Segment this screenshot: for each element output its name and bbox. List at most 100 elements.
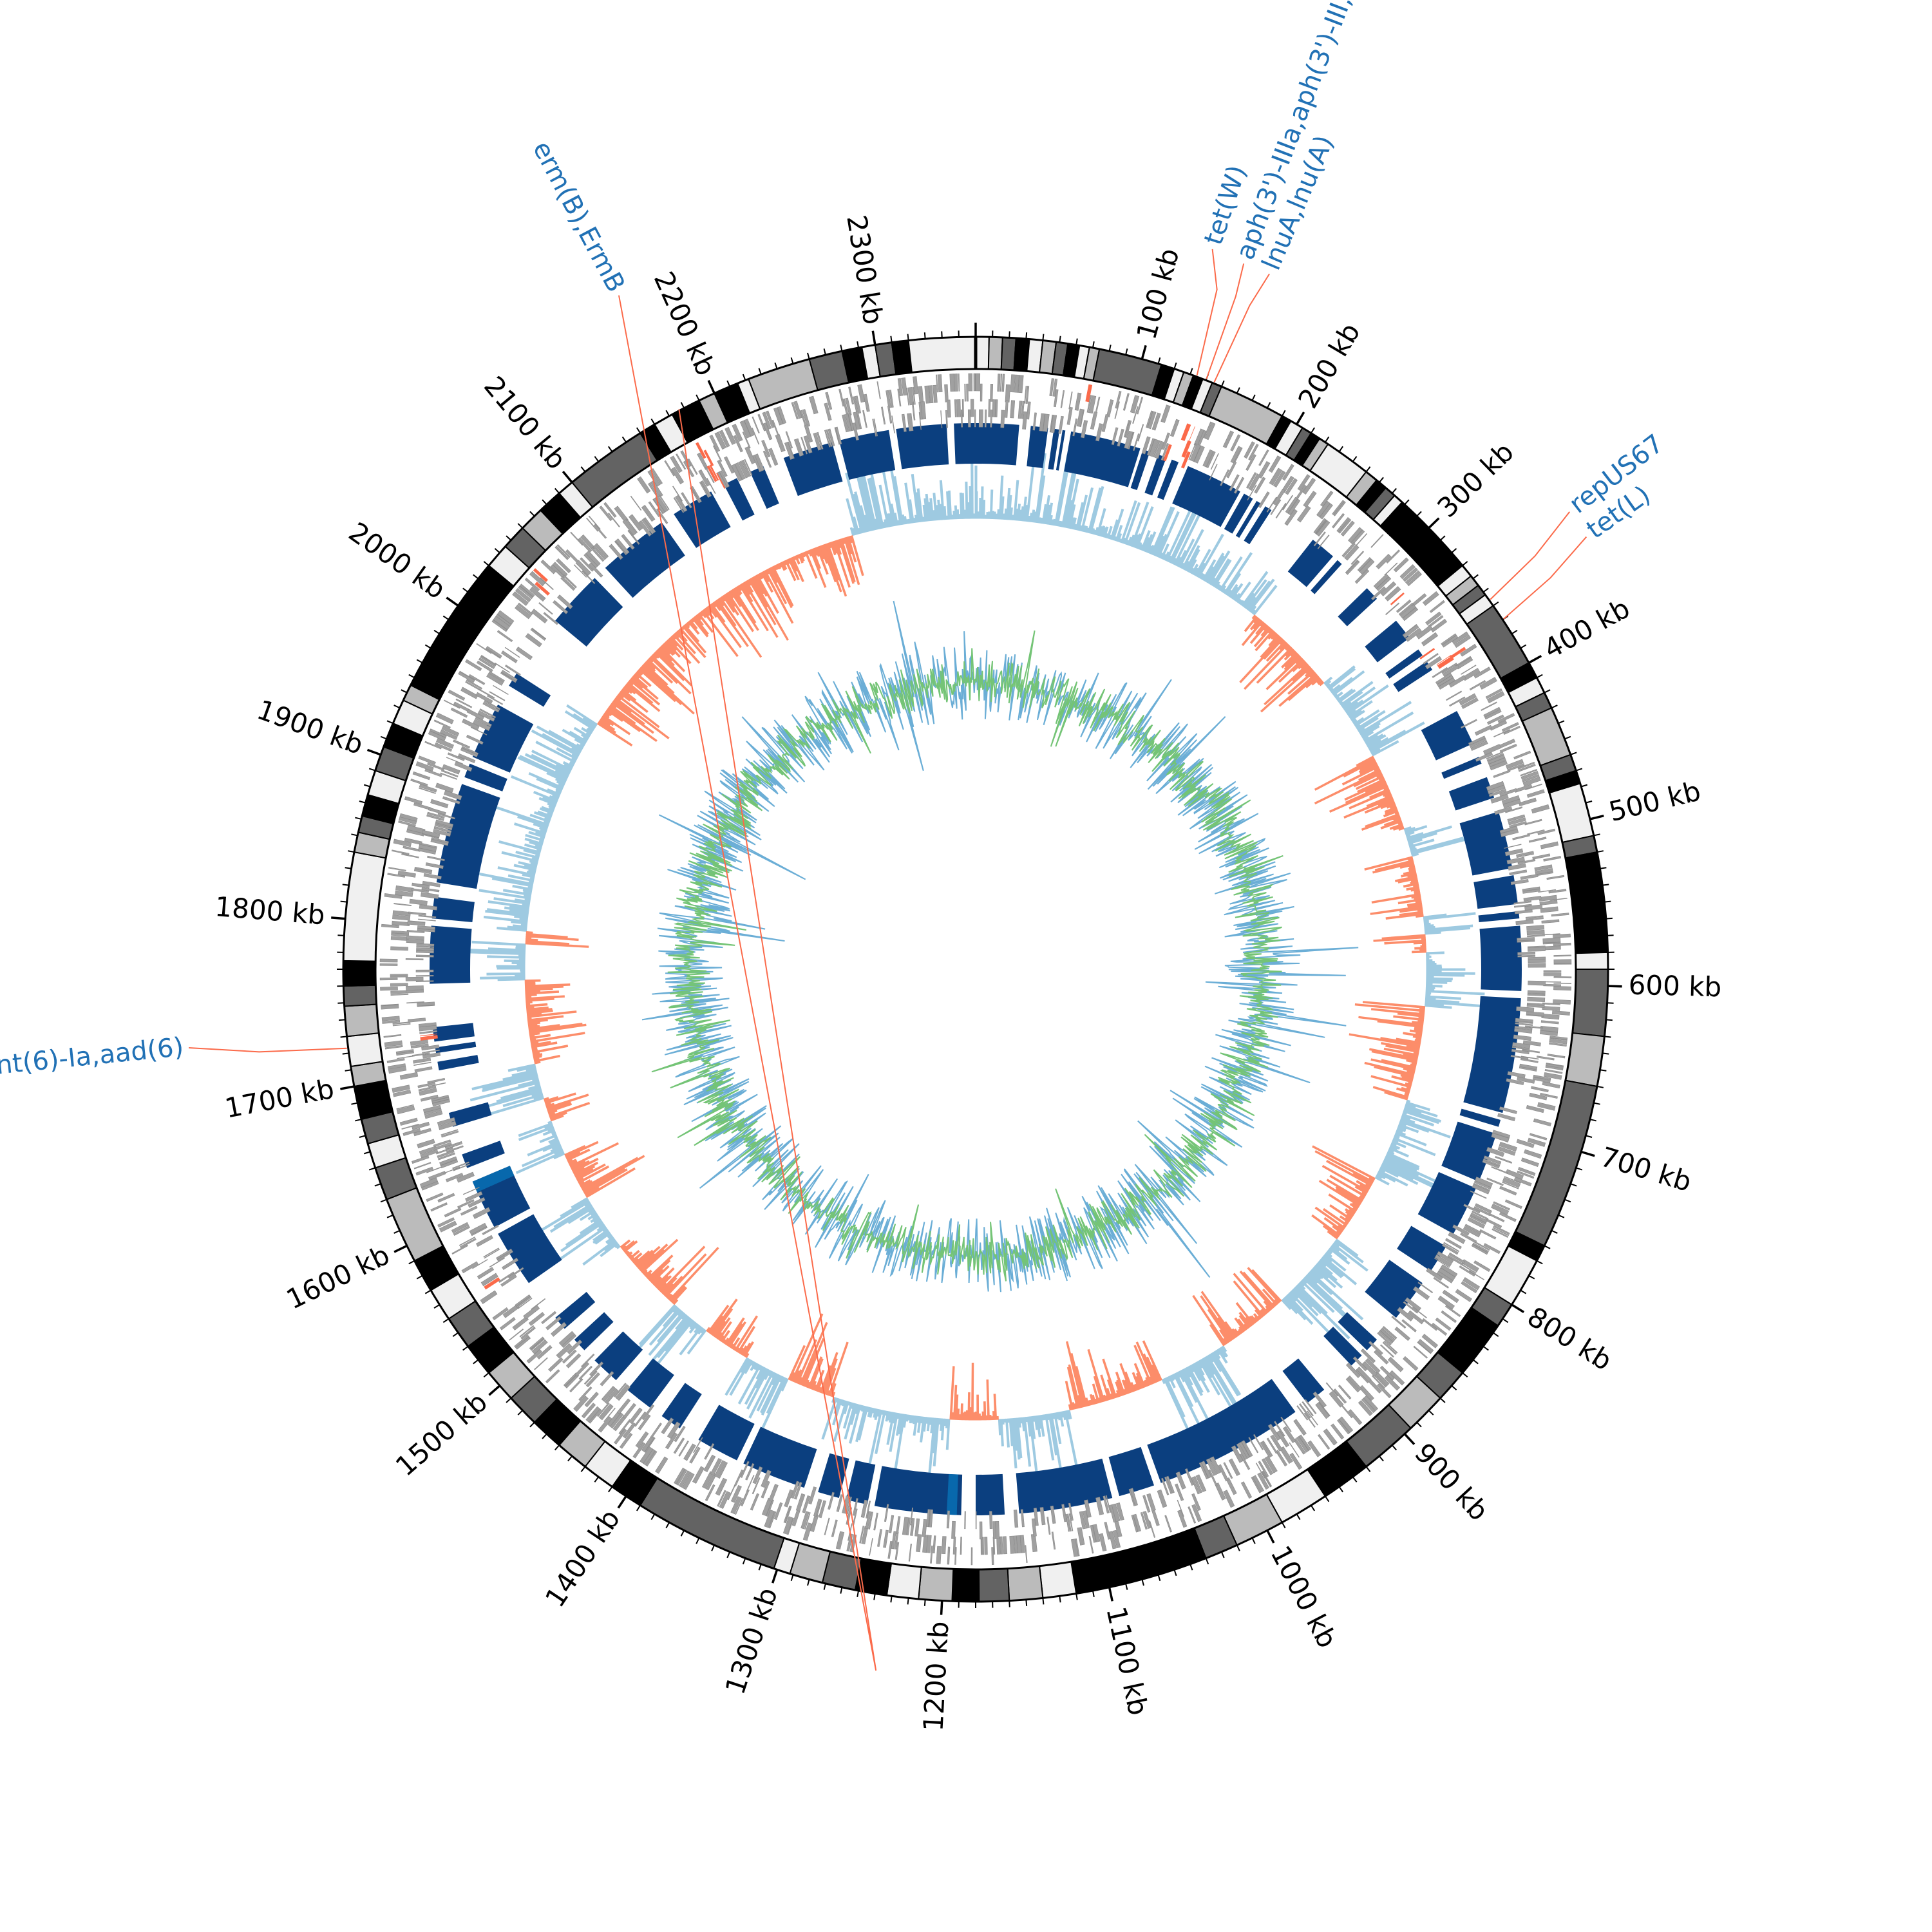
ideogram-band — [918, 1566, 954, 1602]
block — [1311, 560, 1342, 594]
annotation-label: aph(3')-IIIa,aph(3')-III,APH(3')-IIIa — [1231, 0, 1409, 263]
minor-tick — [359, 800, 366, 804]
annotation-leader-line — [1213, 273, 1270, 383]
ideogram-band — [978, 1567, 1010, 1602]
block — [1016, 1459, 1113, 1514]
minor-tick — [1482, 1345, 1489, 1351]
ideogram-band — [639, 1477, 785, 1569]
minor-tick — [529, 511, 535, 517]
block — [1479, 925, 1522, 991]
gc-content-high-series — [461, 453, 1491, 1486]
minor-tick — [1365, 1466, 1371, 1472]
minor-tick — [1173, 1569, 1177, 1577]
tick-label: 500 kb — [1606, 775, 1704, 828]
minor-tick — [607, 1486, 613, 1493]
minor-tick — [907, 334, 909, 341]
annotation-leader-line — [618, 295, 877, 1671]
minor-tick — [665, 1522, 670, 1529]
minor-tick — [1205, 1558, 1209, 1565]
minor-tick — [494, 548, 500, 554]
minor-tick — [1593, 833, 1600, 837]
block — [1338, 588, 1378, 627]
minor-tick — [1570, 752, 1577, 755]
block — [498, 1214, 562, 1283]
minor-tick — [758, 1564, 762, 1571]
minor-tick — [1125, 1583, 1128, 1590]
minor-tick — [873, 1593, 876, 1600]
minor-tick — [1220, 380, 1225, 387]
minor-tick — [1009, 331, 1010, 338]
minor-tick — [1157, 1574, 1161, 1582]
ideogram-band — [343, 984, 377, 1007]
block — [1463, 996, 1521, 1113]
tick-label: 600 kb — [1628, 969, 1722, 1003]
minor-tick — [1600, 1069, 1607, 1072]
minor-tick — [636, 427, 641, 434]
tick-label: 900 kb — [1408, 1437, 1495, 1526]
minor-tick — [1236, 387, 1240, 394]
minor-tick — [1236, 1544, 1240, 1551]
major-tick — [393, 1244, 408, 1253]
block — [1157, 459, 1179, 500]
gene-row-4 — [415, 409, 1536, 1530]
minor-tick — [554, 1444, 560, 1451]
minor-tick — [506, 535, 512, 541]
minor-tick — [857, 341, 860, 348]
minor-tick — [1220, 1551, 1225, 1558]
minor-tick — [1025, 1599, 1028, 1606]
minor-tick — [1492, 1332, 1499, 1338]
minor-tick — [351, 833, 358, 837]
major-tick — [1403, 1433, 1416, 1445]
ideogram-band — [907, 336, 976, 374]
minor-tick — [1520, 644, 1527, 649]
block — [954, 423, 976, 464]
gc-content-low-series — [524, 535, 1427, 1421]
ideogram-band — [346, 1032, 384, 1068]
tick-label: 800 kb — [1522, 1301, 1617, 1377]
ideogram-band — [1038, 1560, 1077, 1599]
block — [846, 1460, 876, 1505]
minor-tick — [1558, 1214, 1565, 1218]
minor-tick — [567, 1455, 573, 1462]
annotation-leader-line — [1196, 249, 1218, 376]
tick-label: 700 kb — [1597, 1141, 1695, 1198]
minor-tick — [342, 884, 349, 886]
minor-tick — [1311, 427, 1316, 434]
minor-tick — [1605, 1019, 1613, 1021]
annotation-label: erm(B),ErmB — [527, 137, 630, 298]
major-tick — [871, 330, 876, 345]
block — [1224, 493, 1253, 534]
minor-tick — [1141, 1579, 1144, 1586]
minor-tick — [1575, 768, 1583, 772]
minor-tick — [506, 1397, 512, 1403]
block — [723, 478, 755, 521]
major-tick — [1589, 815, 1604, 820]
minor-tick — [1607, 934, 1614, 936]
minor-tick — [680, 1530, 685, 1537]
tick-label: 1300 kb — [719, 1584, 784, 1698]
gene-row-1 — [379, 373, 1572, 1566]
minor-tick — [1558, 720, 1565, 724]
tick-marks — [331, 323, 1622, 1615]
block — [976, 423, 1019, 466]
minor-tick — [665, 410, 670, 417]
minor-tick — [1551, 705, 1558, 709]
minor-tick — [1251, 394, 1256, 401]
minor-tick — [1586, 800, 1593, 804]
minor-tick — [342, 1052, 349, 1055]
minor-tick — [345, 1069, 352, 1072]
minor-tick — [424, 1289, 431, 1294]
block — [896, 424, 949, 469]
major-tick — [1141, 345, 1147, 360]
major-tick — [366, 748, 381, 756]
minor-tick — [758, 368, 762, 375]
minor-tick — [1391, 1444, 1397, 1451]
minor-tick — [345, 867, 352, 869]
block — [1235, 500, 1261, 538]
minor-tick — [696, 1537, 700, 1544]
minor-tick — [368, 1167, 376, 1171]
gc-skew-track — [641, 600, 1359, 1293]
minor-tick — [594, 456, 600, 462]
ideogram-band — [386, 1187, 444, 1262]
minor-tick — [1092, 341, 1095, 348]
